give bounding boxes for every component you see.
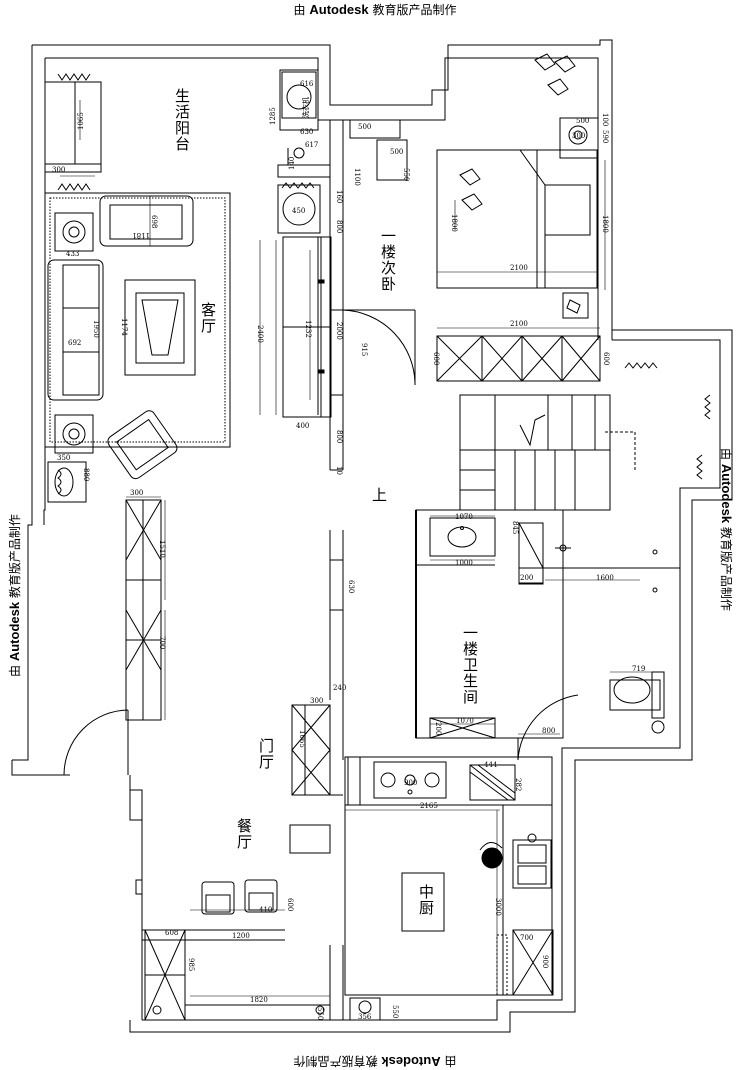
dim-text: 700 <box>520 934 533 942</box>
balcony-area <box>44 69 331 191</box>
dim-text: 356 <box>358 1013 372 1021</box>
dim-text: 800 <box>335 430 343 443</box>
dim-text: 450 <box>292 207 305 215</box>
dim-text: 1820 <box>250 996 268 1004</box>
dining <box>142 879 344 1021</box>
dimension-lines <box>60 100 660 997</box>
dim-text: 1065 <box>298 730 306 748</box>
dim-text: 2000 <box>335 322 343 340</box>
dim-text: 1600 <box>596 574 614 582</box>
dim-text: 550 <box>316 1007 324 1020</box>
dim-text: 608 <box>165 929 178 937</box>
dim-text: 1070 <box>455 513 473 521</box>
dim-text: 617 <box>305 141 318 149</box>
dim-text: 500 <box>358 123 371 131</box>
dim-text: 2100 <box>510 264 528 272</box>
dim-text: 300 <box>52 166 65 174</box>
dim-text: 200 <box>434 722 442 735</box>
dim-text: 160 <box>335 190 343 203</box>
corridor-cabinets <box>63 499 344 854</box>
room-label-living: 客厅 <box>199 302 217 334</box>
dim-text: 900 <box>541 955 549 968</box>
room-label-bedroom: 一楼次卧 <box>379 228 397 292</box>
dim-text: 590 <box>601 130 609 143</box>
dim-text: 200 <box>520 574 533 582</box>
dim-text: 1285 <box>269 107 277 125</box>
dim-text: 700 <box>158 636 166 649</box>
dim-text: 300 <box>572 132 585 140</box>
living-room-furniture <box>44 184 332 503</box>
dim-text: 1065 <box>77 112 85 130</box>
dim-text: 240 <box>333 684 346 692</box>
dim-text: 140 <box>288 157 296 170</box>
bedroom-furniture <box>349 53 601 382</box>
dimension-labels: 1065 300 616 洗衣机 1285 630 617 140 500 50… <box>52 80 645 1021</box>
dim-text: 500 <box>390 148 403 156</box>
dim-text: 3000 <box>494 898 502 916</box>
dim-text: 282 <box>514 778 522 791</box>
dim-text: 100 <box>601 113 609 126</box>
dim-text: 698 <box>150 215 158 228</box>
dim-text: 1232 <box>304 320 312 338</box>
inner-walls <box>329 120 711 511</box>
dim-text: 300 <box>310 697 323 705</box>
kitchen <box>344 756 554 1021</box>
bathroom <box>415 509 680 761</box>
dim-text: 444 <box>484 761 498 769</box>
dim-text: 600 <box>602 352 610 365</box>
dim-text: 800 <box>335 220 343 233</box>
dim-text: 1510 <box>158 540 166 558</box>
dim-text: 630 <box>347 580 355 593</box>
dim-text: 692 <box>68 339 81 347</box>
dim-text: 10 <box>335 466 343 475</box>
dim-text: 900 <box>404 779 417 787</box>
dim-text: 600 <box>432 352 440 365</box>
dim-text: 719 <box>632 665 645 673</box>
room-label-bathroom: 一楼卫生间 <box>461 625 479 705</box>
dim-text: 880 <box>82 468 90 481</box>
dim-text: 630 <box>300 128 313 136</box>
room-label-kitchen: 中厨 <box>417 884 435 916</box>
dim-text: 600 <box>286 898 294 911</box>
dim-text: 1200 <box>232 932 250 940</box>
dim-text: 1100 <box>353 168 361 186</box>
dim-text: 550 <box>391 1005 399 1018</box>
room-label-foyer: 门厅 <box>257 738 275 770</box>
dim-text: 2165 <box>420 802 438 810</box>
dim-text: 433 <box>66 250 79 258</box>
room-label-balcony: 生活阳台 <box>173 88 191 152</box>
dim-text: 500 <box>576 117 589 125</box>
dim-text: 洗衣机 <box>301 97 310 118</box>
dim-text: 845 <box>511 521 519 534</box>
dim-text: 1800 <box>450 214 458 232</box>
dim-text: 1800 <box>601 215 609 233</box>
dim-text: 2400 <box>256 325 264 343</box>
dim-text: 616 <box>300 80 314 88</box>
dim-text: 800 <box>542 727 555 735</box>
dim-text: 1000 <box>455 559 473 567</box>
watermark-top: 由 Autodesk 教育版产品制作 <box>293 2 457 17</box>
dim-text: 350 <box>57 454 70 462</box>
dim-text: 1950 <box>92 320 100 338</box>
dim-text: 985 <box>187 958 195 971</box>
dim-text: 300 <box>130 489 143 497</box>
dim-text: 410 <box>259 906 272 914</box>
dim-text: 400 <box>296 422 309 430</box>
stair-up-label: 上 <box>372 486 388 504</box>
dim-text: 1181 <box>132 231 150 239</box>
staircase <box>459 394 636 511</box>
dim-text: 915 <box>360 343 368 356</box>
room-label-dining: 餐厅 <box>235 818 253 850</box>
dim-text: 550 <box>402 168 410 181</box>
dim-text: 1174 <box>120 318 128 336</box>
dim-text: 1070 <box>456 717 474 725</box>
dim-text: 2100 <box>510 320 528 328</box>
outer-walls <box>11 39 733 1033</box>
